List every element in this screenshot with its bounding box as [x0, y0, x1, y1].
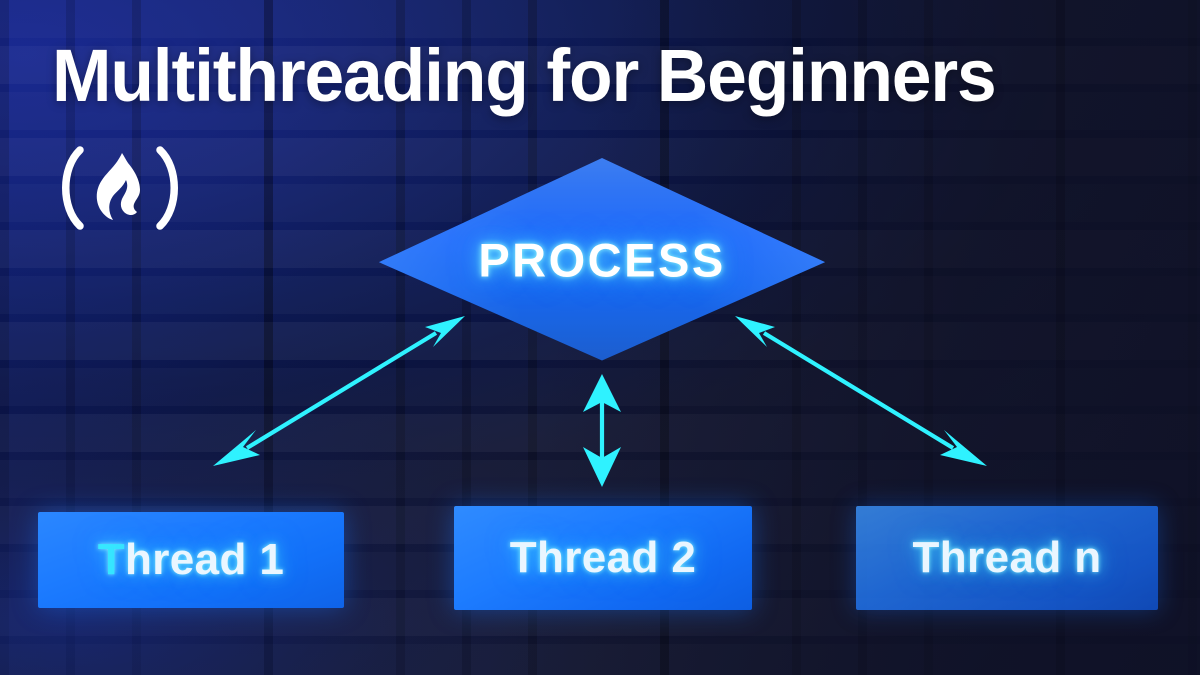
thread-1-label-rest: hread 1: [124, 535, 285, 584]
arrow-process-to-thread-1: [213, 316, 465, 466]
thread-1-label: Thread 1: [98, 535, 285, 585]
thread-2-label: Thread 2: [509, 533, 697, 582]
process-label: PROCESS: [478, 233, 726, 287]
thread-1-label-highlight: T: [97, 535, 125, 584]
arrow-process-to-thread-2: [583, 374, 621, 487]
arrow-process-to-thread-n: [735, 316, 987, 466]
thread-box-2[interactable]: Thread 2: [454, 506, 752, 610]
thread-box-1[interactable]: Thread 1: [38, 512, 344, 608]
thread-box-n[interactable]: Thread n: [856, 506, 1158, 610]
freecodecamp-flame-logo-icon: [50, 146, 190, 230]
page-title: Multithreading for Beginners: [52, 34, 997, 117]
thread-n-label: Thread n: [912, 533, 1102, 582]
